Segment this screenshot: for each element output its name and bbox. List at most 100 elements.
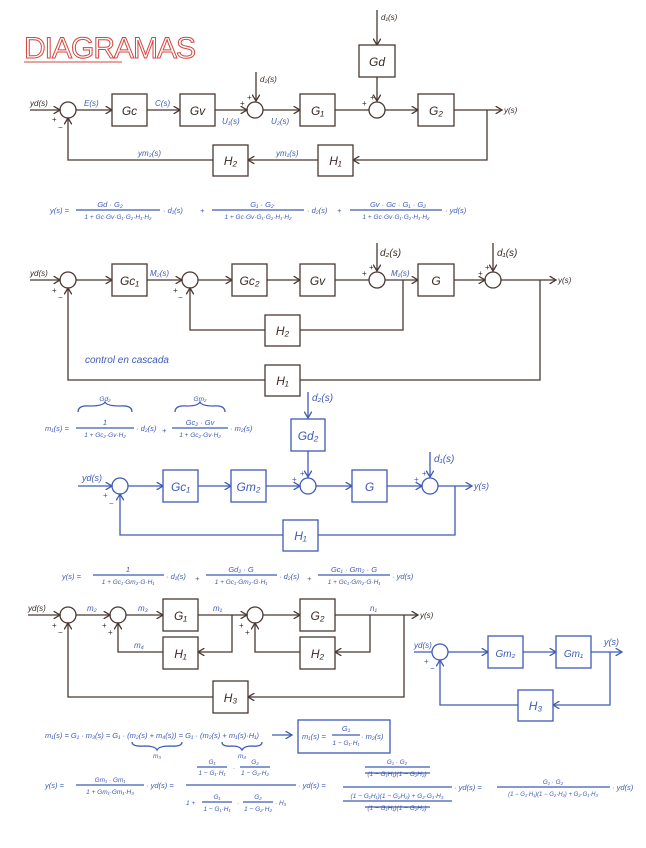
brace-label: Gm₂ — [194, 396, 207, 403]
page-title: DIAGRAMAS — [24, 32, 195, 65]
summing-junction — [421, 477, 439, 495]
feedback-connector — [198, 615, 233, 652]
block-h2 — [299, 636, 336, 670]
block-label: G₂ — [429, 104, 443, 118]
block-label: Gd — [369, 55, 385, 69]
block-label: H₁ — [276, 374, 289, 388]
summing-junction — [484, 271, 502, 289]
equation-factor: · yd(s) = — [146, 781, 174, 790]
block-g2 — [299, 598, 336, 632]
sign-minus: − — [58, 123, 63, 132]
fraction-numerator: G₁ · G₂ — [250, 200, 274, 209]
fraction-denominator: 1 + Gc·Gv·G₁·G₂·H₁·H₂ — [362, 214, 430, 221]
fraction-numerator: G₂ — [251, 759, 259, 766]
block-label: H₂ — [311, 647, 325, 661]
sign-plus: + — [240, 99, 245, 108]
dot: · — [237, 800, 239, 807]
sign-plus: + — [369, 263, 374, 272]
signal-label: M₂(s) — [150, 269, 169, 278]
diagram-4: G₁ G₂ H₁ H₂ H₃ yd(s) m₂ m₃ m₁ m₄ n₁ y(s)… — [27, 598, 434, 714]
signal-label: d₂(s) — [380, 248, 401, 259]
block-h1 — [162, 636, 199, 670]
signal-label: d₂(s) — [312, 393, 333, 404]
summing-junction — [109, 606, 127, 624]
block-label: Gv — [190, 104, 206, 118]
fraction-denominator: 1 + Gc₁·Gm₂·G·H₁ — [215, 579, 268, 586]
sign-plus: + — [414, 475, 419, 484]
diagram-1: Gc Gv G₁ Gd G₂ H₁ H₂ yd(s) E(s) C(s) U₁(… — [29, 10, 518, 177]
signal-label: m₂ — [87, 604, 97, 613]
sign-plus: + — [52, 286, 57, 295]
fraction-denominator: 1 − G₁·H₁ — [332, 740, 359, 747]
block-label: H₁ — [174, 647, 187, 661]
sign-plus: + — [300, 469, 305, 478]
block-g — [351, 469, 388, 503]
sign-plus: + — [478, 269, 483, 278]
sign-plus: + — [247, 93, 252, 102]
block-label: Gc₁ — [171, 480, 190, 494]
sign-plus: + — [52, 621, 57, 630]
signal-label: d₁(s) — [434, 454, 454, 465]
denominator-suffix: · H₃ — [275, 800, 287, 807]
signal-label: yd(s) — [29, 99, 48, 108]
fraction-denominator: 1 − G₁·H₁ — [203, 806, 230, 813]
diagram-3: d₂(s) Gd₂ Gc₁ Gm₂ G H₁ yd(s) d₁(s) y(s) … — [78, 392, 489, 552]
fraction-numerator: G₁ · G₂ — [543, 779, 564, 786]
feedback-connector — [300, 280, 541, 381]
block-gc — [111, 93, 148, 127]
equation-factor: · yd(s) — [392, 572, 414, 581]
plus-sign: + — [307, 574, 312, 583]
block-label: Gc₁ — [120, 274, 139, 288]
block-h1 — [317, 144, 354, 177]
sign-minus: − — [109, 499, 114, 508]
signal-label: m₃ — [138, 604, 148, 613]
block-g — [417, 263, 455, 297]
denominator-prefix: 1 + — [186, 800, 195, 807]
fraction-denominator: (1 − G₁·H₁)(1 − G₂·H₂) + G₂·G₁·H₃ — [508, 792, 598, 798]
fraction-numerator: Gc₁ · Gm₂ · G — [331, 565, 377, 574]
fraction-denominator: 1 + Gc·Gv·G₁·G₂·H₁·H₂ — [84, 214, 152, 221]
equation-lhs: m₁(s) = — [302, 732, 326, 741]
feedback-connector — [120, 494, 283, 536]
signal-label: yd(s) — [413, 641, 432, 650]
block-label: G — [431, 274, 440, 288]
block-label: G₁ — [311, 104, 324, 118]
equation-factor: · yd(s) — [445, 206, 467, 215]
sign-plus: + — [424, 657, 429, 666]
feedback-connector — [440, 660, 518, 706]
derivation-2: y(s) = Gm₁ · Gm₁ 1 + Gm₁·Gm₁·H₃ · yd(s) … — [44, 759, 634, 813]
summing-junction — [59, 271, 77, 289]
equation-lhs: y(s) = — [44, 781, 65, 790]
signal-label: C(s) — [155, 99, 170, 108]
feedback-connector — [335, 615, 371, 652]
feedback-connector — [553, 652, 611, 705]
sign-plus: + — [362, 99, 367, 108]
equation-lhs: m₁(s) = — [45, 424, 69, 433]
block-g2 — [417, 93, 455, 127]
fraction-denominator: 1 − G₁·H₁ — [198, 770, 225, 777]
sign-plus: + — [245, 628, 250, 637]
fraction-denominator: 1 − G₂·H₂ — [244, 806, 272, 813]
signal-label: U₁(s) — [222, 117, 240, 126]
sign-minus: − — [58, 628, 63, 637]
block-label: Gv — [310, 274, 326, 288]
summing-junction — [246, 101, 264, 119]
brace-label: Gd₂ — [99, 396, 111, 403]
summing-junction — [111, 477, 129, 495]
sign-plus: + — [239, 621, 244, 630]
equation-factor: · yd(s) = — [454, 783, 482, 792]
diagram-5: Gm₂ Gm₁ H₃ yd(s) y(s) + − — [413, 635, 622, 722]
signal-label: y(s) — [603, 637, 619, 647]
equation-factor: · d₂(s) — [136, 424, 157, 433]
sign-plus: + — [422, 469, 427, 478]
summing-junction — [59, 101, 77, 119]
fraction-denominator: 1 + Gm₁·Gm₁·H₃ — [86, 789, 134, 796]
fraction-denominator: 1 + Gc₂·Gv·H₂ — [84, 432, 126, 439]
summing-junction — [368, 271, 386, 289]
fraction-numerator: 1 — [103, 418, 107, 427]
equation-factor: · yd(s) = — [298, 781, 326, 790]
summing-junction — [181, 271, 199, 289]
sign-plus: + — [485, 263, 490, 272]
signal-label: m₄ — [134, 641, 144, 650]
signal-label: m₁ — [213, 604, 223, 613]
